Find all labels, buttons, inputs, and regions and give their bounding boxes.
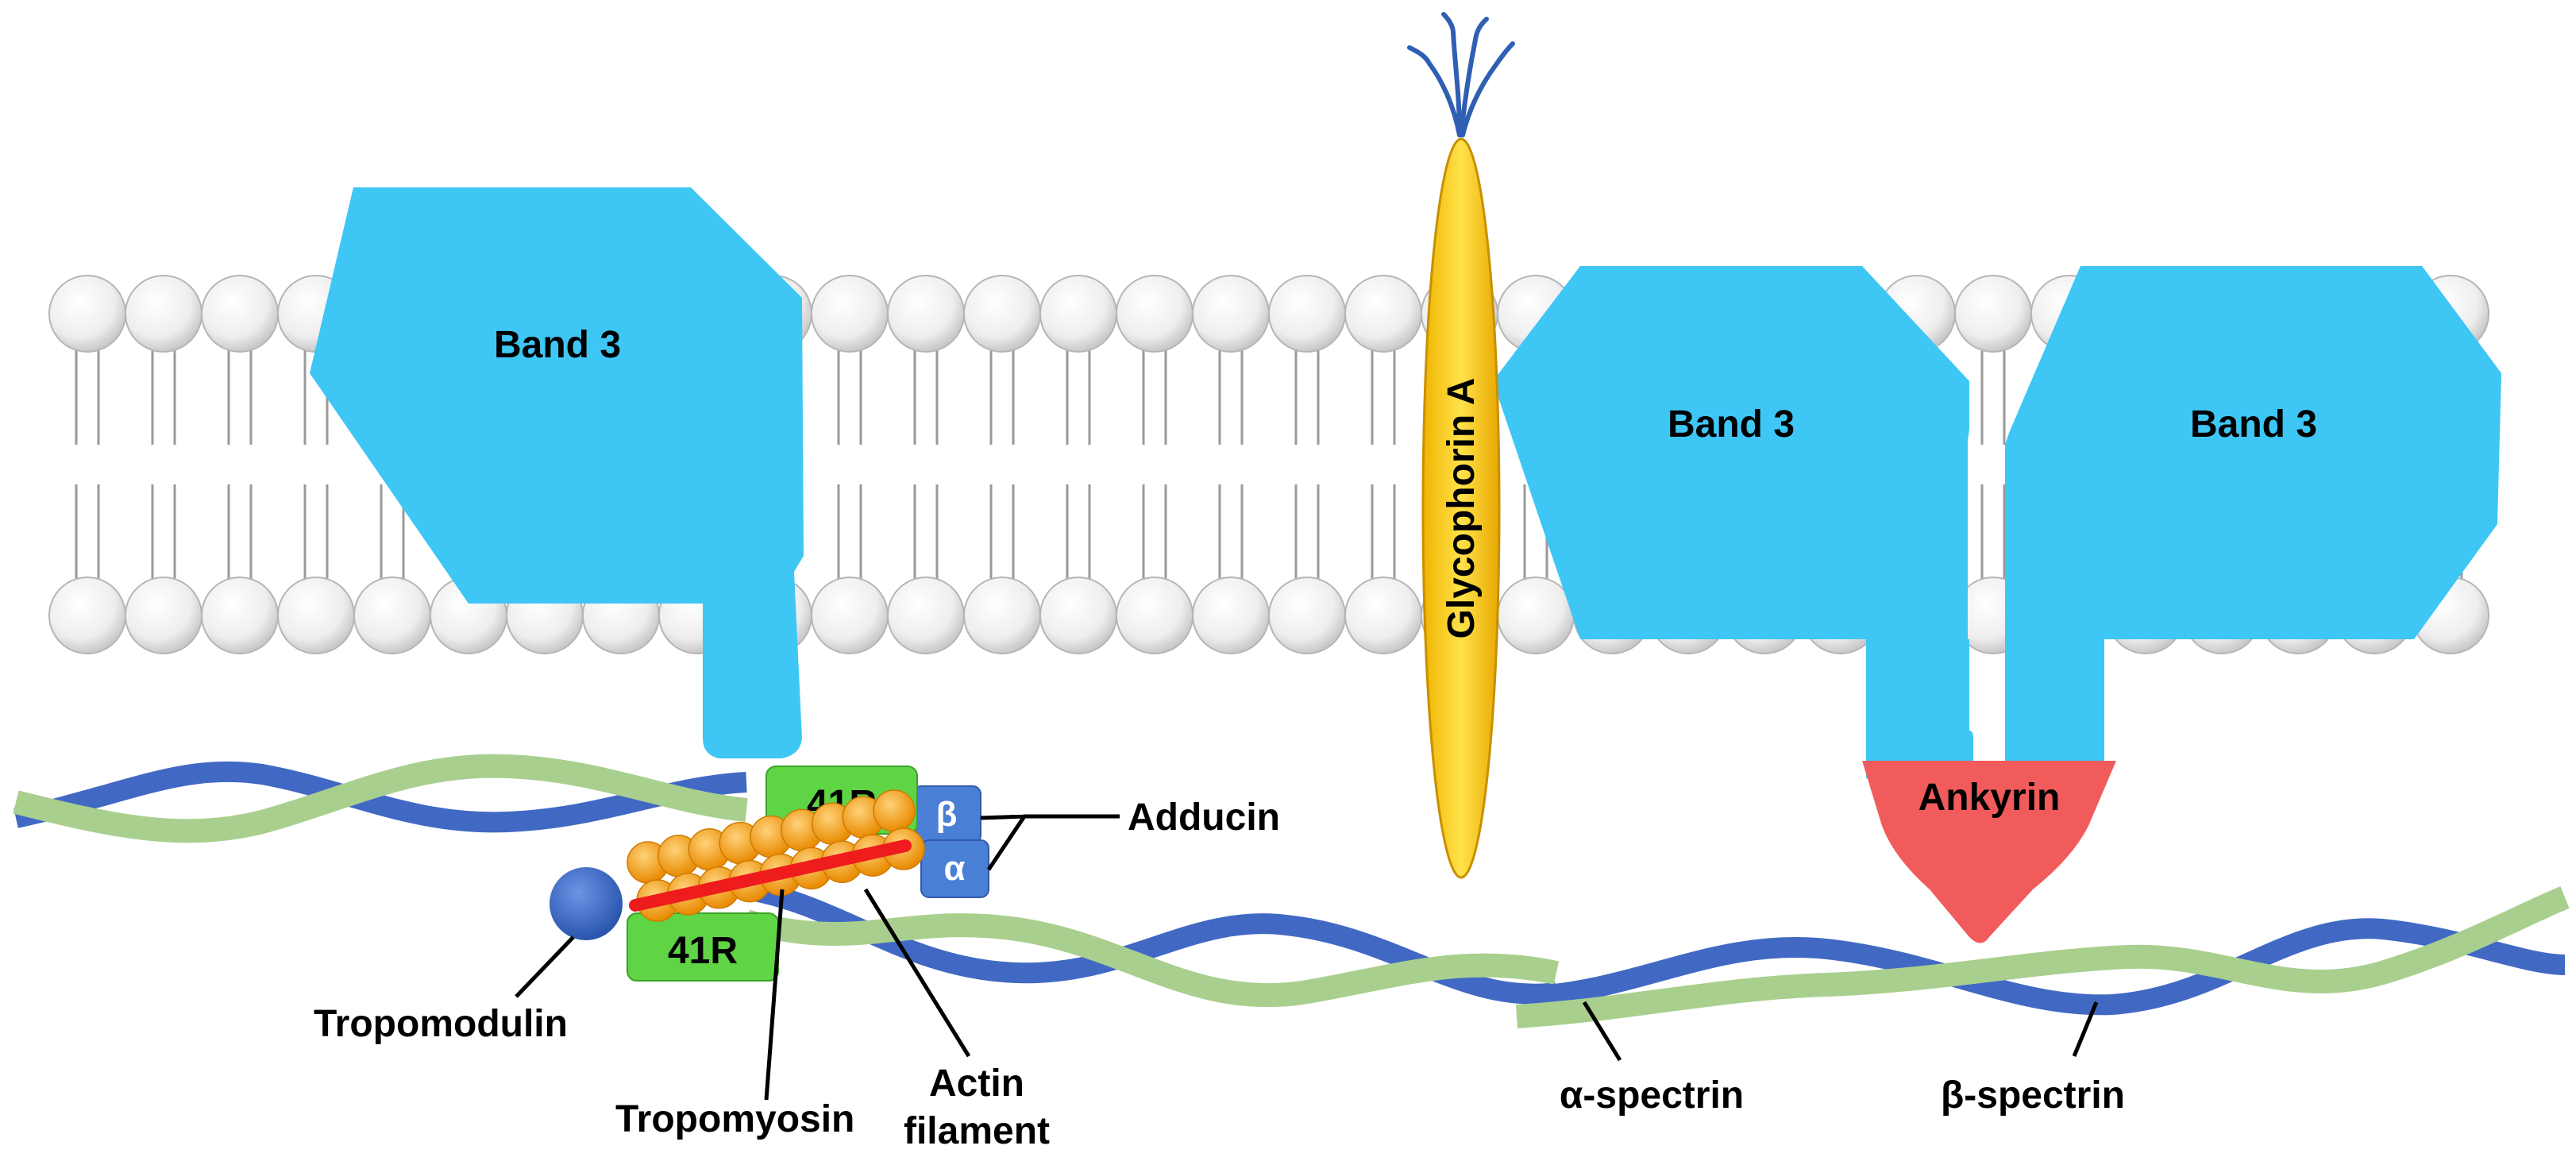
tropomyosin-callout <box>764 889 785 1101</box>
beta-spectrin-callout <box>2072 1001 2099 1057</box>
lipid-head <box>811 577 889 654</box>
lipid-head <box>1192 577 1270 654</box>
band3-right-shape <box>2005 266 2501 786</box>
glycophorin-a-label: Glycophorin A <box>1440 378 1483 639</box>
alpha-spectrin-label: α-spectrin <box>1560 1074 1744 1117</box>
glycophorin-a-body <box>1421 137 1501 879</box>
lipid-head <box>1116 275 1194 353</box>
lipid-head <box>201 577 279 654</box>
lipid-head <box>1344 275 1422 353</box>
lipid-head <box>1344 577 1422 654</box>
lipid-head <box>1268 577 1346 654</box>
lipid-head <box>1497 577 1575 654</box>
tropomyosin-label: Tropomyosin <box>615 1098 854 1140</box>
band3-left-shape <box>310 187 804 758</box>
glycophorin-a: Glycophorin A <box>1407 12 1515 879</box>
alpha-spectrin-strand-left <box>13 754 748 843</box>
lipid-head <box>811 275 889 353</box>
junctional-complex: β α 41R 41R <box>550 766 989 982</box>
ankyrin-shape <box>1862 761 2116 943</box>
lipid-head <box>1192 275 1270 353</box>
actin-filament-label-line2: filament <box>904 1110 1050 1152</box>
lipid-head <box>963 577 1041 654</box>
lipid-head <box>125 275 202 353</box>
lipid-head <box>201 275 279 353</box>
band3-left-label: Band 3 <box>494 324 621 366</box>
band3-middle-tail <box>1874 639 1969 786</box>
tropomodulin-callout <box>515 935 575 998</box>
lipid-head <box>963 275 1041 353</box>
tropomodulin-ball <box>550 867 623 940</box>
protein-41r-bottom-label: 41R <box>668 930 738 972</box>
lipid-head <box>125 577 202 654</box>
tropomyosin-rod <box>629 839 912 912</box>
lipid-head <box>48 275 126 353</box>
lipid-head <box>48 577 126 654</box>
alpha-spectrin-strand-right <box>1516 886 2570 1028</box>
lipid-head <box>1039 275 1117 353</box>
beta-spectrin-strand-right <box>1524 918 2566 1016</box>
band3-middle-body <box>1493 266 1969 794</box>
tropomodulin-label: Tropomodulin <box>314 1003 568 1045</box>
actin-filament-callout <box>863 888 971 1058</box>
adducin-alpha-label: α <box>943 849 965 888</box>
lipid-head <box>1039 577 1117 654</box>
lipid-head <box>1268 275 1346 353</box>
lipid-head <box>887 577 965 654</box>
lipid-head <box>887 275 965 353</box>
lipid-head <box>1116 577 1194 654</box>
glycan-tail <box>1407 12 1515 137</box>
band3-middle-label: Band 3 <box>1668 403 1795 446</box>
beta-spectrin-label: β-spectrin <box>1941 1074 2125 1117</box>
actin-bead <box>873 789 916 832</box>
alpha-spectrin-callout <box>1582 1001 1622 1062</box>
spectrin-network <box>13 754 2570 1028</box>
adducin-beta-label: β <box>936 795 958 834</box>
adducin-label: Adducin <box>1128 796 1280 839</box>
lipid-head <box>1954 275 2032 353</box>
actin-filament-label-line1: Actin <box>929 1063 1024 1105</box>
lipid-head <box>277 577 355 654</box>
beta-spectrin-strand-left <box>13 761 747 833</box>
band3-right-label: Band 3 <box>2190 403 2317 446</box>
adducin-callout <box>980 814 1120 871</box>
callout-lines <box>515 814 2099 1101</box>
alpha-spectrin-strand-mid <box>742 909 1560 1008</box>
ankyrin-label: Ankyrin <box>1919 777 2061 819</box>
lipid-head <box>353 577 431 654</box>
